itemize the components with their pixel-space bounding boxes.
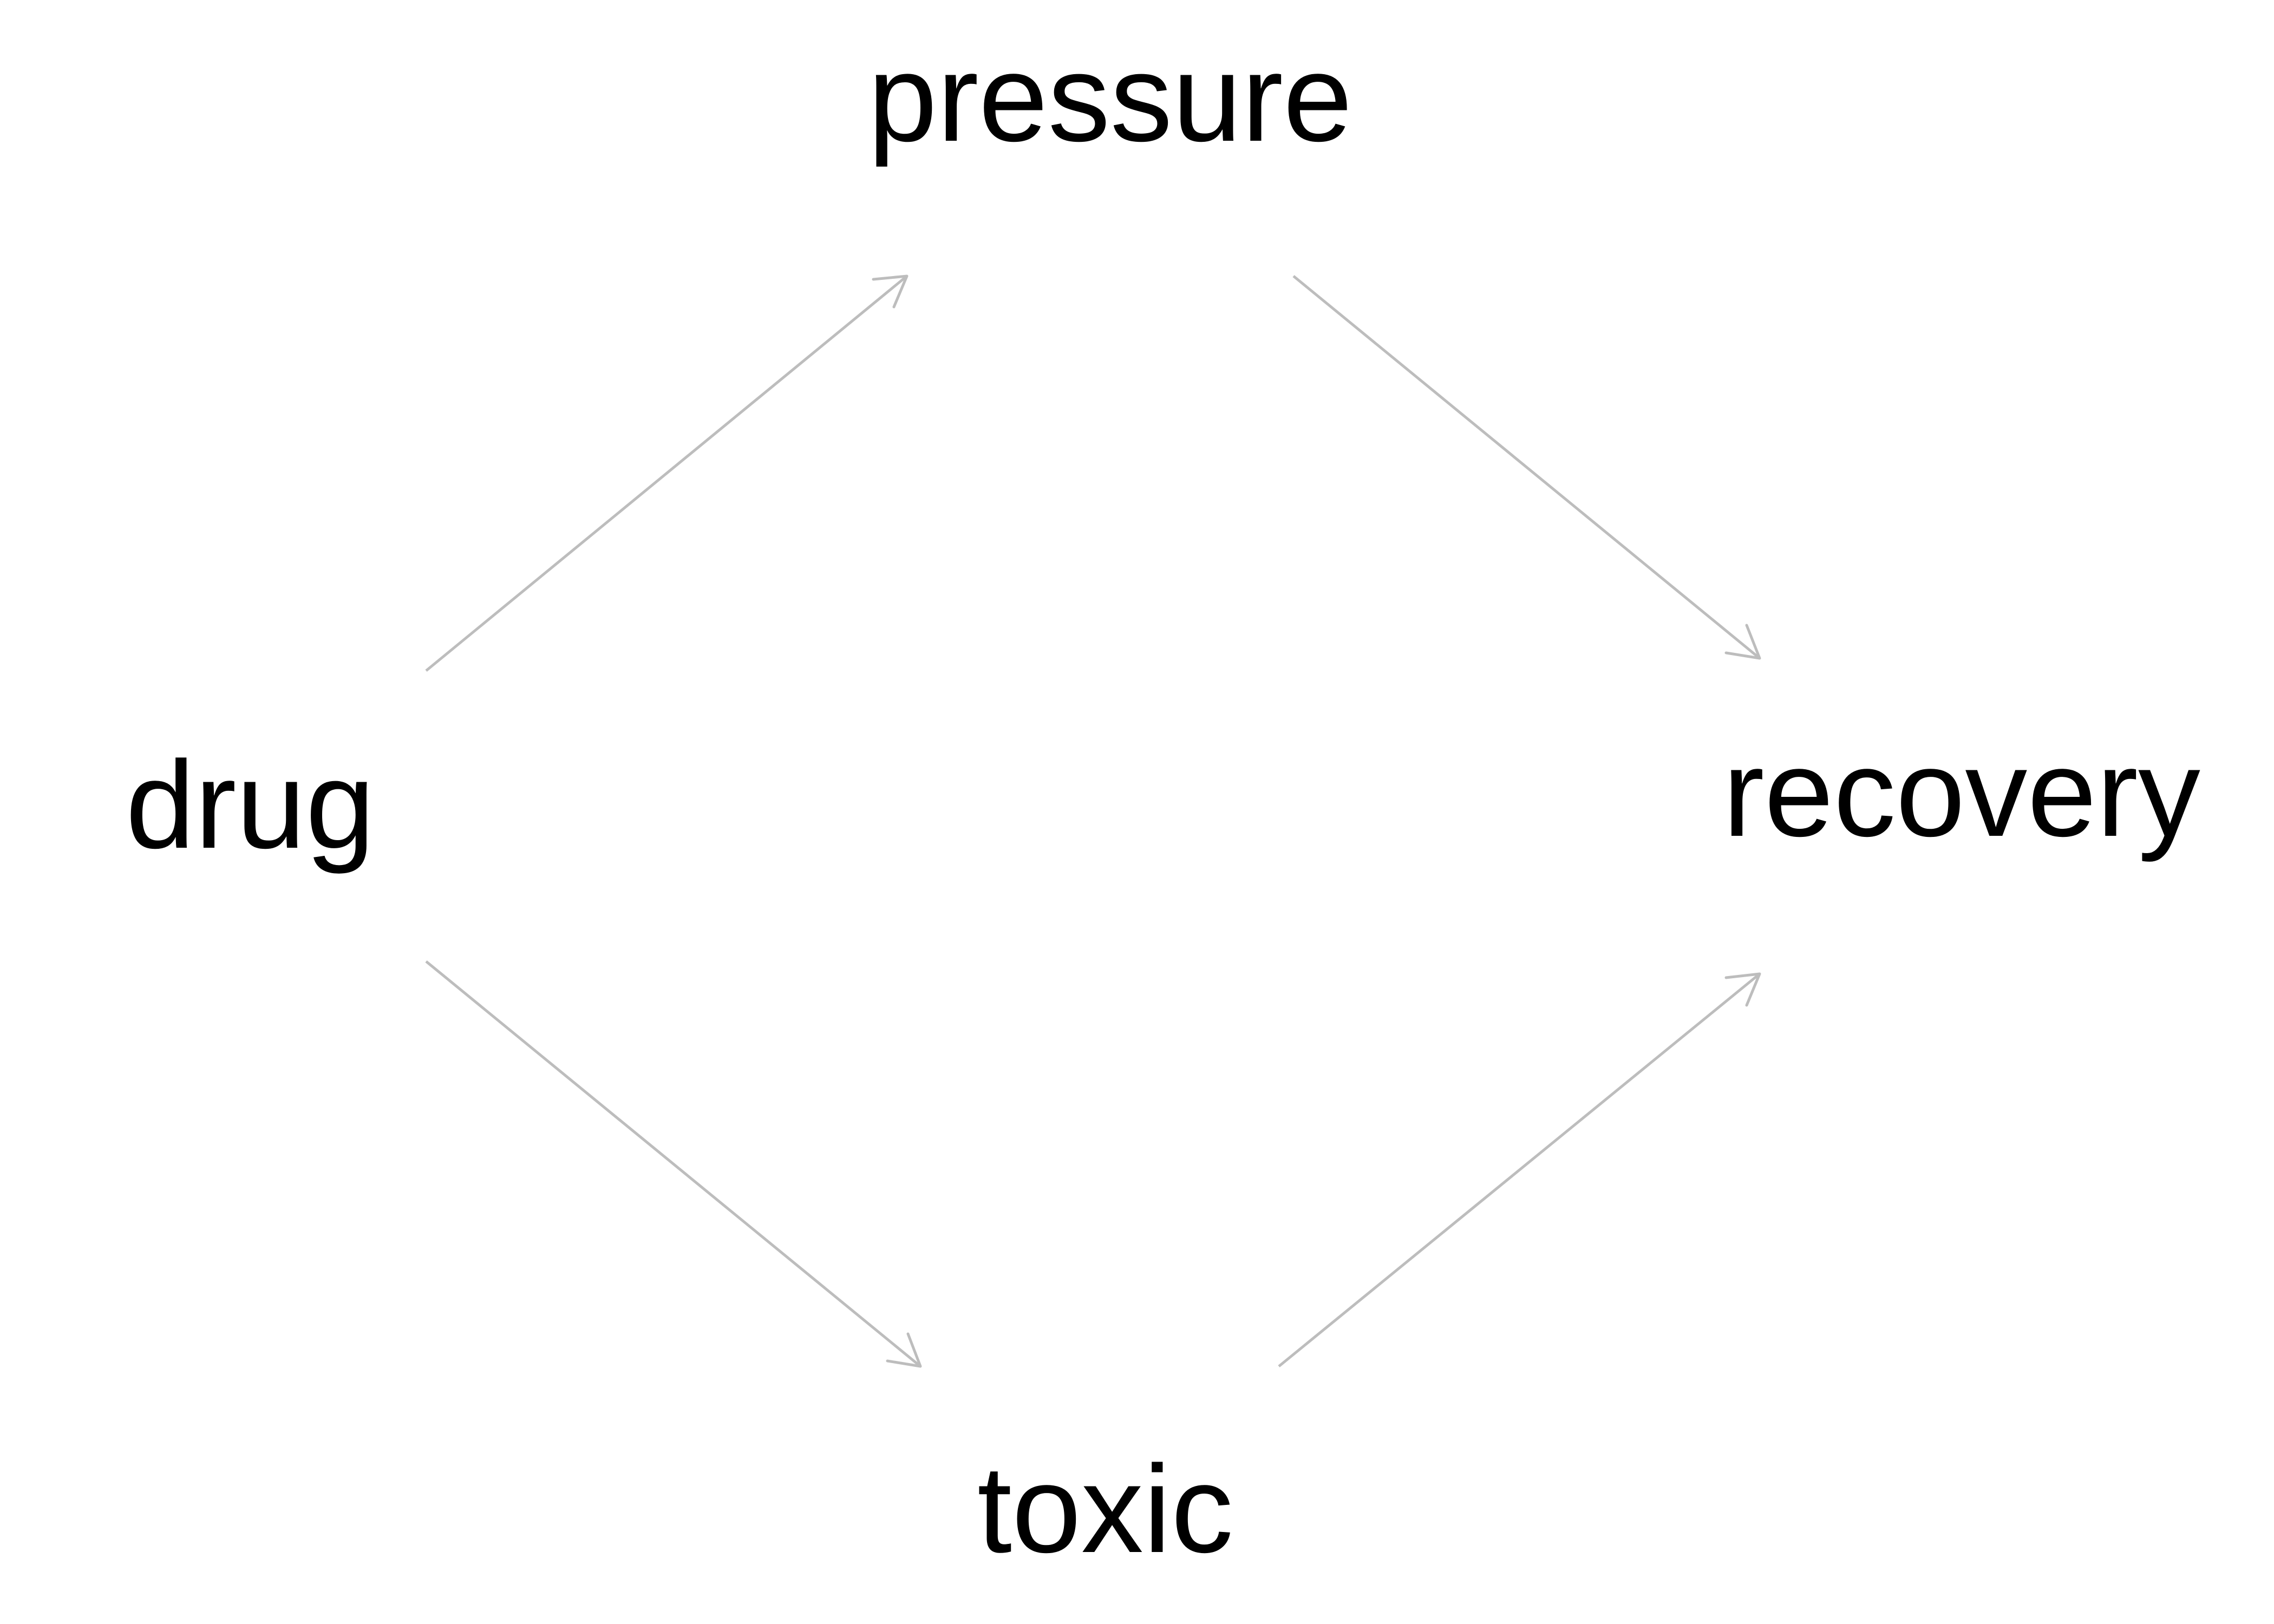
arrowhead-icon	[872, 274, 909, 309]
node-pressure: pressure	[868, 28, 1352, 167]
node-recovery: recovery	[1723, 723, 2200, 862]
edges-layer	[425, 274, 1761, 1368]
edge-toxic-recovery-line	[1278, 973, 1761, 1367]
node-toxic: toxic	[977, 1439, 1233, 1579]
edge-drug-toxic-line	[425, 960, 922, 1367]
edge-pressure-recovery	[1292, 275, 1761, 660]
nodes-layer: drug pressure recovery toxic	[126, 28, 2200, 1579]
arrowhead-icon	[1724, 972, 1761, 1007]
edge-toxic-recovery	[1278, 972, 1761, 1367]
arrowhead-icon	[886, 1332, 922, 1368]
edge-drug-pressure-line	[425, 275, 908, 672]
arrowhead-icon	[1724, 624, 1761, 660]
edge-drug-pressure	[425, 274, 909, 672]
edge-drug-toxic	[425, 960, 922, 1368]
edge-pressure-recovery-line	[1292, 275, 1761, 659]
node-drug: drug	[126, 735, 375, 874]
